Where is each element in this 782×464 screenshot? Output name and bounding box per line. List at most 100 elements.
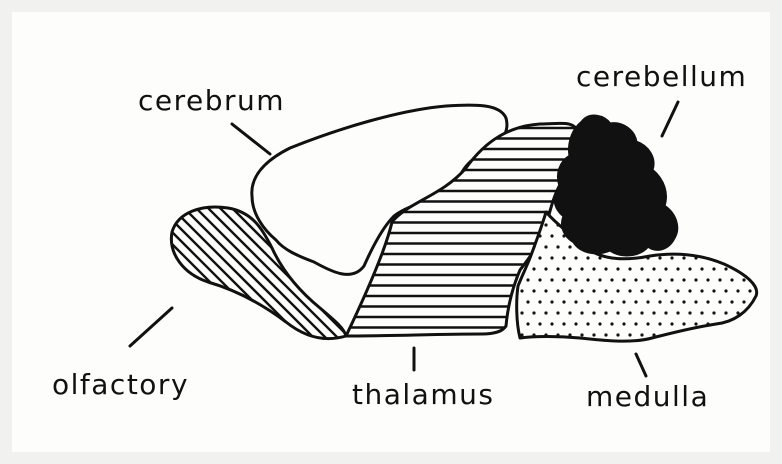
thalamus-label: thalamus (352, 378, 494, 411)
stipple-dot (616, 289, 619, 292)
stipple-dot (736, 245, 739, 248)
stipple-dot (598, 300, 601, 303)
stipple-dot (724, 223, 727, 226)
hatch-line (0, 190, 154, 370)
stipple-dot (556, 289, 559, 292)
stipple-dot (682, 212, 685, 215)
stipple-dot (532, 267, 535, 270)
stipple-dot (742, 212, 745, 215)
stipple-dot (550, 234, 553, 237)
stipple-dot (544, 245, 547, 248)
stipple-dot (748, 223, 751, 226)
stipple-dot (574, 278, 577, 281)
stipple-dot (664, 289, 667, 292)
stipple-dot (694, 300, 697, 303)
stipple-dot (700, 333, 703, 336)
stipple-dot (712, 267, 715, 270)
stipple-dot (526, 300, 529, 303)
stipple-dot (676, 289, 679, 292)
stipple-dot (724, 333, 727, 336)
stipple-dot (682, 322, 685, 325)
stipple-dot (670, 322, 673, 325)
olfactory-label: olfactory (52, 368, 189, 401)
stipple-dot (700, 289, 703, 292)
stipple-dot (700, 311, 703, 314)
stipple-dot (604, 333, 607, 336)
stipple-dot (628, 333, 631, 336)
stipple-dot (736, 333, 739, 336)
stipple-dot (754, 256, 757, 259)
cerebellum-label: cerebellum (576, 60, 747, 93)
stipple-dot (676, 311, 679, 314)
stipple-dot (658, 256, 661, 259)
stipple-dot (550, 256, 553, 259)
stipple-dot (556, 245, 559, 248)
stipple-dot (724, 245, 727, 248)
stipple-dot (616, 311, 619, 314)
stipple-dot (652, 267, 655, 270)
stipple-dot (688, 333, 691, 336)
stipple-dot (580, 333, 583, 336)
stipple-dot (580, 289, 583, 292)
stipple-dot (682, 256, 685, 259)
stipple-dot (574, 256, 577, 259)
stipple-dot (538, 256, 541, 259)
stipple-dot (676, 333, 679, 336)
stipple-dot (730, 278, 733, 281)
stipple-dot (760, 289, 763, 292)
stipple-dot (754, 212, 757, 215)
stipple-dot (760, 333, 763, 336)
stipple-dot (616, 333, 619, 336)
stipple-dot (586, 278, 589, 281)
stipple-dot (574, 322, 577, 325)
stipple-dot (742, 256, 745, 259)
stipple-dot (586, 322, 589, 325)
cerebellum-region (555, 116, 677, 255)
stipple-dot (712, 311, 715, 314)
stipple-dot (748, 267, 751, 270)
stipple-dot (682, 278, 685, 281)
stipple-dot (604, 289, 607, 292)
stipple-dot (520, 289, 523, 292)
stipple-dot (760, 267, 763, 270)
stipple-dot (538, 322, 541, 325)
stipple-dot (634, 278, 637, 281)
stipple-dot (520, 311, 523, 314)
stipple-dot (616, 267, 619, 270)
stipple-dot (712, 245, 715, 248)
medulla-leader (636, 354, 646, 376)
cerebellum-leader (662, 102, 678, 136)
stipple-dot (664, 267, 667, 270)
stipple-dot (700, 267, 703, 270)
medulla-label: medulla (586, 380, 709, 413)
stipple-dot (730, 322, 733, 325)
stipple-dot (706, 234, 709, 237)
stipple-dot (706, 300, 709, 303)
stipple-dot (694, 322, 697, 325)
stipple-dot (706, 212, 709, 215)
stipple-dot (544, 223, 547, 226)
stipple-dot (718, 212, 721, 215)
stipple-dot (730, 300, 733, 303)
stipple-dot (658, 300, 661, 303)
stipple-dot (724, 289, 727, 292)
stipple-dot (538, 300, 541, 303)
stipple-dot (592, 311, 595, 314)
stipple-dot (688, 267, 691, 270)
stipple-dot (640, 267, 643, 270)
stipple-dot (748, 311, 751, 314)
stipple-dot (628, 267, 631, 270)
stipple-dot (610, 278, 613, 281)
stipple-dot (556, 311, 559, 314)
stipple-dot (760, 245, 763, 248)
stipple-dot (706, 278, 709, 281)
stipple-dot (628, 311, 631, 314)
stipple-dot (622, 300, 625, 303)
stipple-dot (760, 223, 763, 226)
stipple-dot (574, 300, 577, 303)
stipple-dot (640, 333, 643, 336)
hatch-line (10, 190, 190, 370)
stipple-dot (694, 212, 697, 215)
stipple-dot (568, 245, 571, 248)
stipple-dot (562, 300, 565, 303)
